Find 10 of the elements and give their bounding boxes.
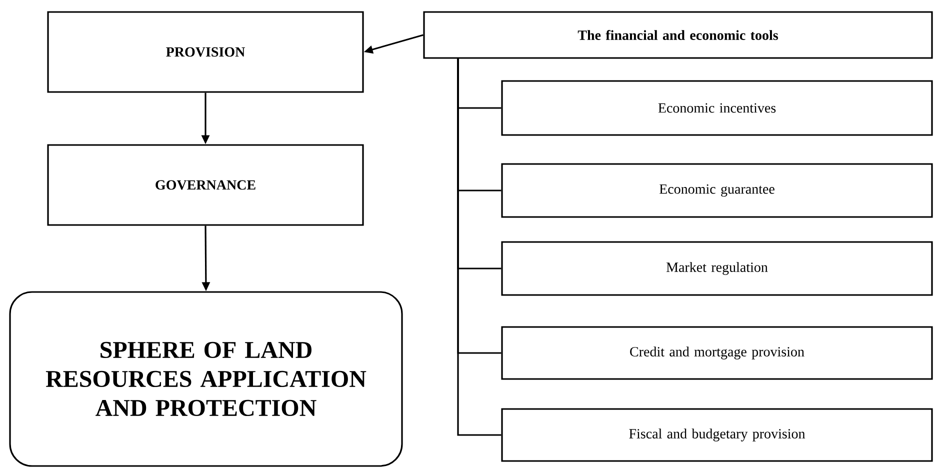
process-box: Economic incentives (501, 80, 933, 136)
process-box: PROVISION (47, 11, 364, 93)
process-box: Fiscal and budgetary provision (501, 408, 933, 462)
rounded-box: SPHERE OF LAND RESOURCES APPLICATION AND PROTECTION (9, 291, 403, 467)
process-box: Market regulation (501, 241, 933, 296)
process-box: Economic guarantee (501, 163, 933, 218)
header-box: The financial and economic tools (423, 11, 933, 59)
connector-line (457, 58, 502, 436)
process-box: GOVERNANCE (47, 144, 364, 226)
process-box: Credit and mortgage provision (501, 326, 933, 380)
